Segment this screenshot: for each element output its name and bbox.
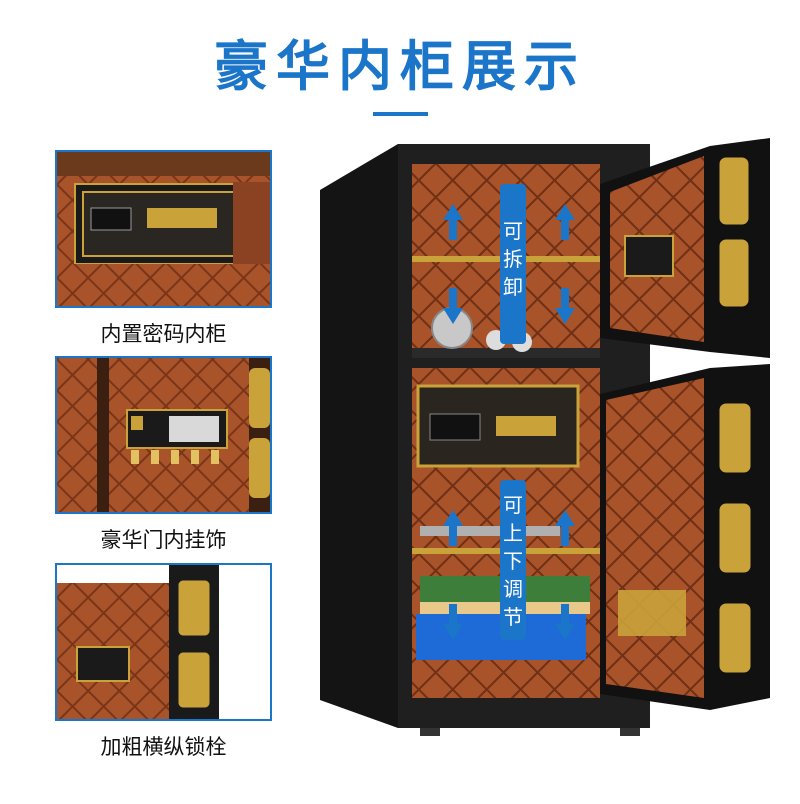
label-char: 拆 <box>503 247 523 271</box>
thumbnail-caption: 豪华门内挂饰 <box>100 528 227 552</box>
thumbnail-caption: 内置密码内柜 <box>100 322 227 346</box>
thumbnail-inner-safe <box>55 150 272 308</box>
lock-bolts-image <box>57 565 270 719</box>
thumbnail-door-hooks <box>55 356 272 514</box>
label-char: 可 <box>503 493 523 517</box>
label-char: 可 <box>503 219 523 243</box>
label-char: 节 <box>503 605 523 629</box>
inner-safe-image <box>57 152 270 306</box>
label-char: 卸 <box>503 275 523 299</box>
safe-illustration: 可 拆 卸 可 上 下 调 节 <box>320 138 770 736</box>
safe-main-image: 可 拆 卸 可 上 下 调 节 <box>300 128 800 800</box>
thumbnail-caption: 加粗横纵锁栓 <box>100 735 227 759</box>
label-char: 调 <box>503 577 523 601</box>
thumbnail-lock-bolts <box>55 563 272 721</box>
page-title: 豪华内柜展示 <box>214 35 586 98</box>
title-underline <box>373 112 428 116</box>
door-hooks-image <box>57 358 270 512</box>
label-char: 下 <box>503 549 523 573</box>
label-char: 上 <box>503 521 523 545</box>
